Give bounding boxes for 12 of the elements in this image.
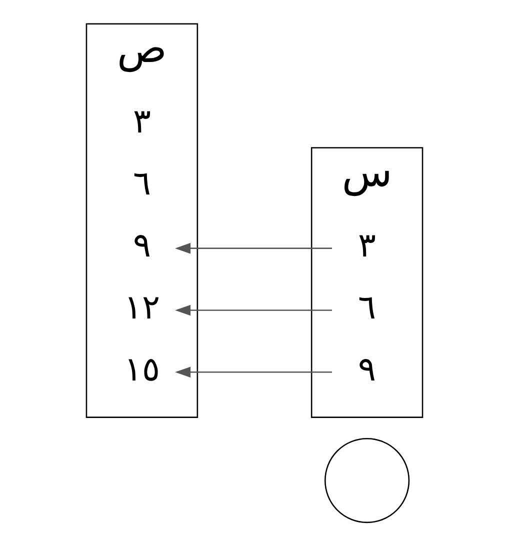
node-text: ٣ — [132, 102, 151, 141]
node-text: ٩ — [358, 349, 376, 388]
node-text: ٩ — [132, 225, 151, 264]
node-text: ٦ — [132, 164, 151, 203]
node-text: ١٢ — [124, 287, 160, 326]
arrow — [175, 366, 332, 378]
node-text: ٣ — [358, 225, 376, 264]
arrow — [175, 242, 332, 254]
node-text: ٦ — [358, 287, 376, 326]
arrow — [175, 304, 332, 316]
node-circle — [324, 438, 410, 524]
node-text: ١٥ — [124, 349, 160, 388]
